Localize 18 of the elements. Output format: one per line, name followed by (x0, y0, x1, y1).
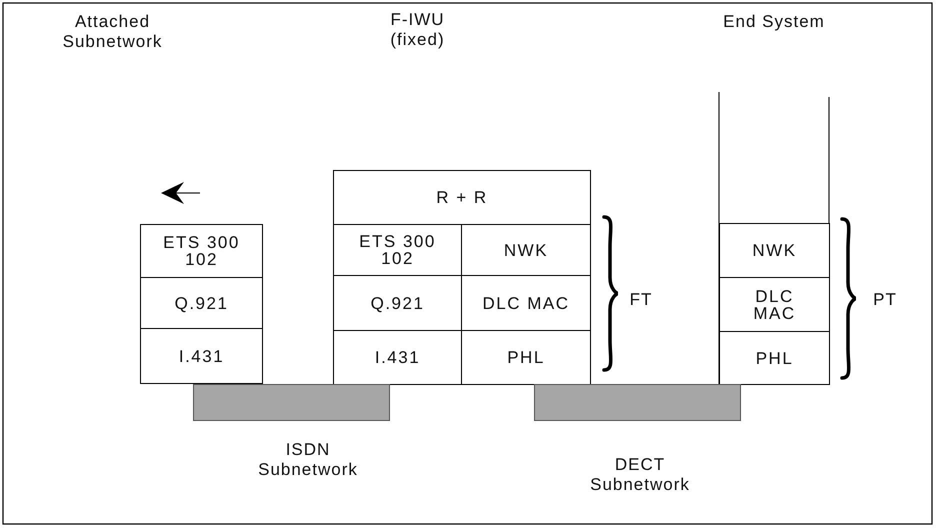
group-heading: Attached Subnetwork (62, 12, 164, 52)
brace-label: FT (628, 290, 654, 310)
layer-box: R + R (333, 170, 591, 225)
subnetwork-bar (534, 384, 741, 421)
layer-box: Q.921 (140, 277, 263, 329)
layer-box: DLC MAC (719, 277, 830, 332)
layer-box: I.431 (140, 328, 263, 384)
subnetwork-label: ISDN Subnetwork (257, 440, 359, 480)
layer-box: I.431 (333, 330, 462, 385)
layer-box: NWK (719, 223, 830, 278)
brace-label: PT (872, 290, 898, 310)
layer-box: ETS 300 102 (140, 224, 263, 278)
layer-box: PHL (719, 331, 830, 385)
group-heading: End System (722, 12, 826, 32)
layer-box: PHL (461, 330, 591, 385)
group-heading: F-IWU (fixed) (389, 10, 446, 50)
subnetwork-label: DECT Subnetwork (589, 455, 691, 495)
subnetwork-bar (193, 384, 390, 421)
